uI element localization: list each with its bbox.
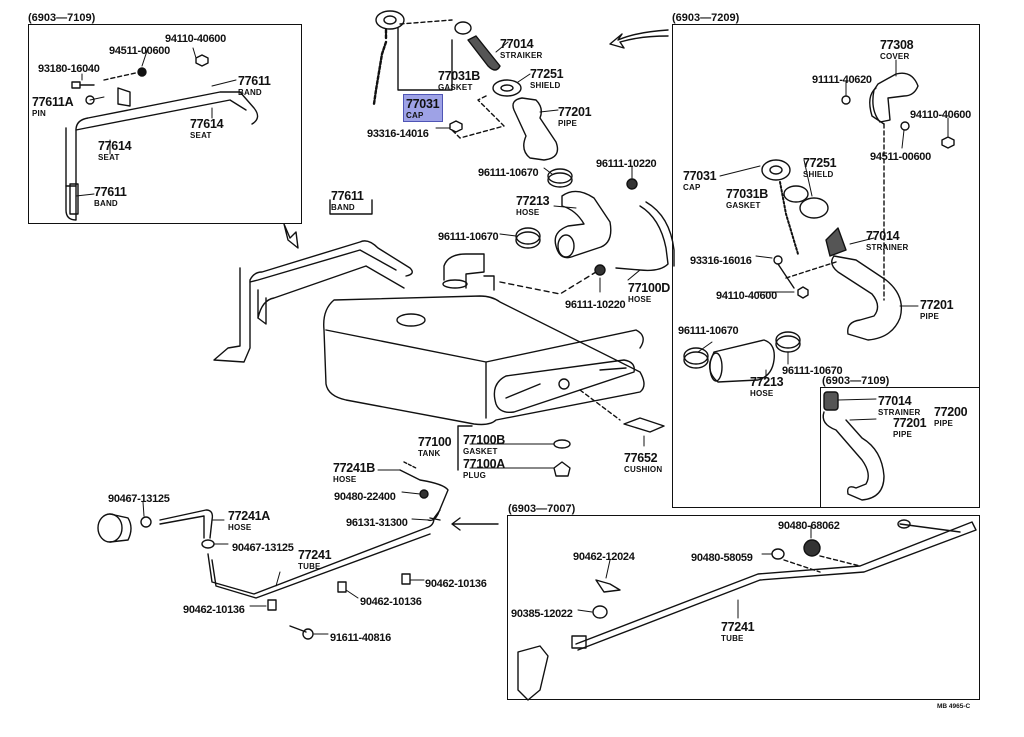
part-label-94110-40600[interactable]: 94110-40600 — [165, 33, 226, 45]
inset-strainer-drawing — [822, 391, 885, 501]
part-label-90467-13125[interactable]: 90467-13125 — [108, 493, 170, 505]
part-label-91611-40816[interactable]: 91611-40816 — [330, 632, 391, 644]
inset-frame-band — [28, 24, 302, 224]
leader-lines — [75, 41, 949, 635]
inset-range-strainer: (6903—7109) — [822, 375, 890, 387]
part-label-90462-10136[interactable]: 90462-10136 — [425, 578, 487, 590]
part-label-90480-22400[interactable]: 90480-22400 — [334, 491, 396, 503]
reference-code: MB 4965-C — [937, 703, 971, 710]
fuel-tank-drawing — [323, 253, 645, 426]
part-label-90462-10136[interactable]: 90462-10136 — [360, 596, 422, 608]
part-label-96111-10670[interactable]: 96111-10670 — [678, 325, 739, 337]
part-label-93316-16016[interactable]: 93316-16016 — [690, 255, 752, 267]
inset-range-filler: (6903—7209) — [672, 12, 740, 24]
inset-frame-strainer — [820, 387, 980, 508]
part-label-90462-10136[interactable]: 90462-10136 — [183, 604, 245, 616]
part-label-94511-00600[interactable]: 94511-00600 — [109, 45, 170, 57]
part-label-96111-10670[interactable]: 96111-10670 — [438, 231, 499, 243]
inset-range-tube: (6903—7007) — [508, 503, 576, 515]
inset-filler-drawing — [683, 72, 955, 383]
inset-frame-tube — [507, 515, 980, 700]
part-label-96131-31300[interactable]: 96131-31300 — [346, 517, 408, 529]
part-label-93316-14016[interactable]: 93316-14016 — [367, 128, 429, 140]
part-label-90467-13125[interactable]: 90467-13125 — [232, 542, 294, 554]
part-label-91111-40620[interactable]: 91111-40620 — [812, 74, 872, 86]
tank-accessory-drawing — [399, 389, 665, 531]
inset-tube-drawing — [517, 519, 977, 701]
part-label-96111-10670[interactable]: 96111-10670 — [782, 365, 843, 377]
part-label-90480-58059[interactable]: 90480-58059 — [691, 552, 753, 564]
inset-range-band: (6903—7109) — [28, 12, 96, 24]
part-label-94511-00600[interactable]: 94511-00600 — [870, 151, 931, 163]
part-label-96111-10670[interactable]: 96111-10670 — [478, 167, 539, 179]
part-label-90462-12024[interactable]: 90462-12024 — [573, 551, 635, 563]
main-band-drawing — [213, 199, 413, 363]
part-label-90385-12022[interactable]: 90385-12022 — [511, 608, 573, 620]
part-label-94110-40600[interactable]: 94110-40600 — [910, 109, 971, 121]
part-label-93180-16040[interactable]: 93180-16040 — [38, 63, 100, 75]
fuel-lines-drawing — [97, 509, 441, 640]
part-label-90480-68062[interactable]: 90480-68062 — [778, 520, 840, 532]
filler-parts-drawing — [372, 10, 675, 276]
band-bracket-drawing — [65, 54, 259, 221]
part-label-96111-10220[interactable]: 96111-10220 — [565, 299, 626, 311]
part-label-94110-40600[interactable]: 94110-40600 — [716, 290, 777, 302]
part-label-96111-10220[interactable]: 96111-10220 — [596, 158, 657, 170]
